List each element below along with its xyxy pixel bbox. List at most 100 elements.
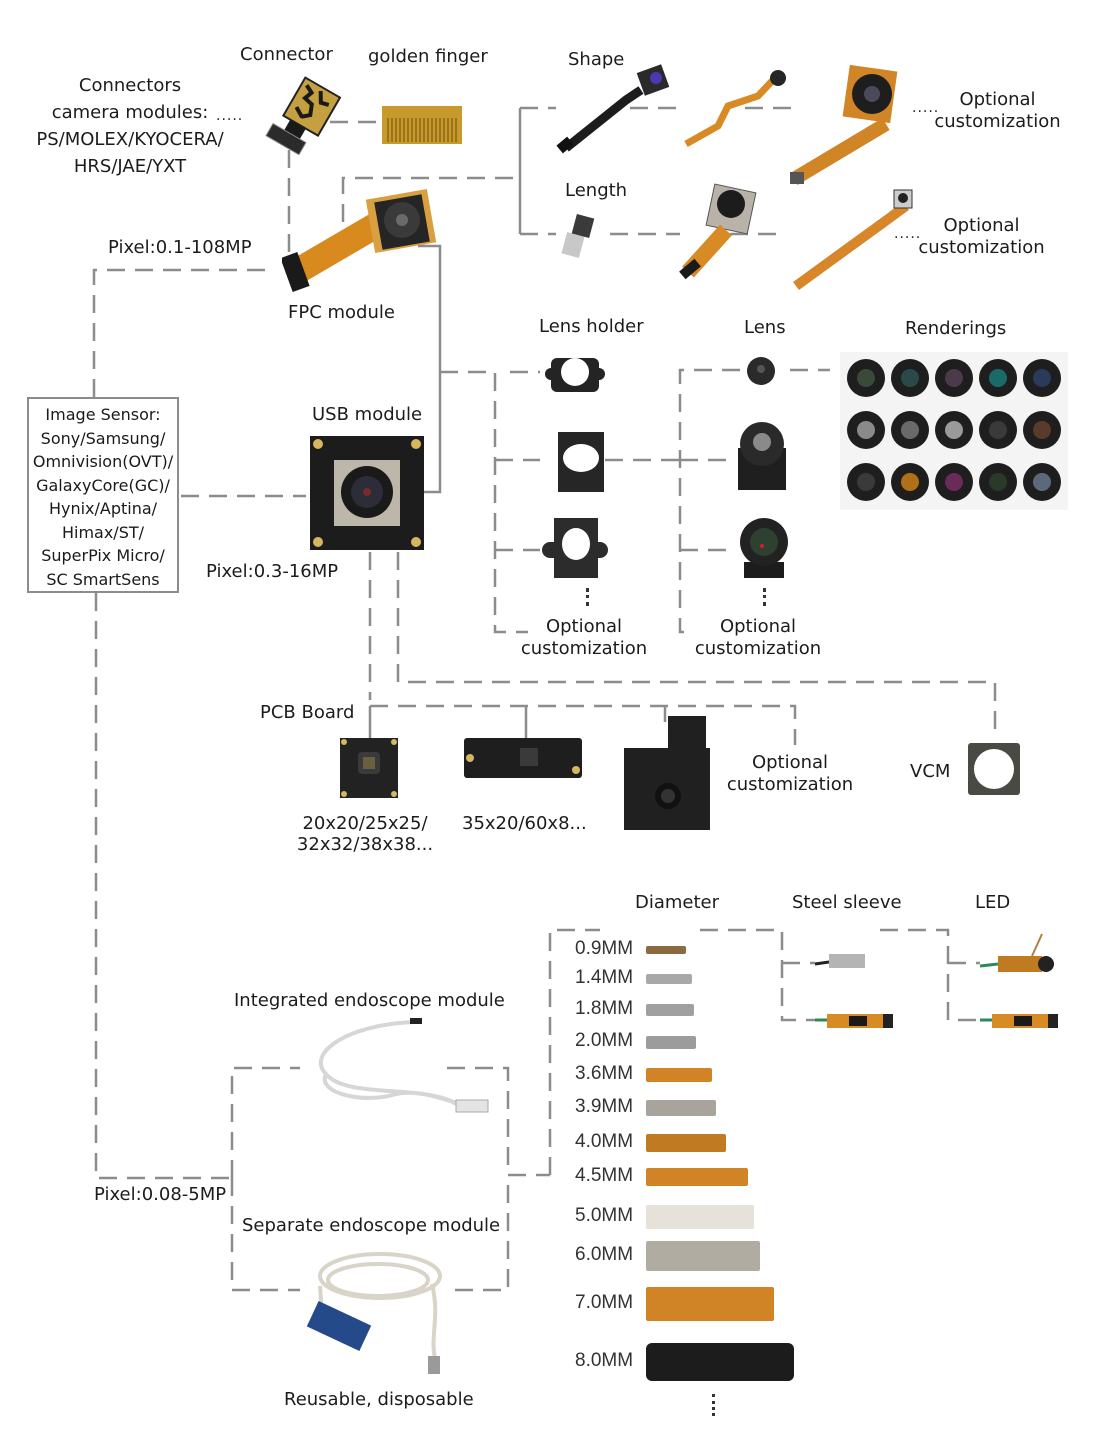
rendering-lens-glass [1033, 369, 1051, 387]
fpc-module-image [280, 186, 442, 300]
usb-pixel: Pixel:0.3-16MP [206, 561, 339, 582]
lens-holder-3 [542, 514, 608, 584]
connector-image [252, 70, 342, 159]
pcb-sizes-2: 35x20/60x8... [462, 813, 587, 834]
lens-3 [736, 514, 792, 584]
sensor-line: Himax/ST/ [61, 522, 145, 542]
fpc-label: FPC module [288, 302, 395, 323]
connectors-ellipsis: ..... [216, 108, 244, 124]
lens-holder-1 [545, 348, 605, 400]
separate-endoscope-label: Separate endoscope module [242, 1215, 501, 1236]
length-label: Length [565, 180, 628, 201]
sensor-line: Hynix/Aptina/ [48, 499, 158, 518]
pcb-customization: customization [726, 774, 854, 795]
connector-label: Connector [240, 44, 333, 65]
pcb-sizes-1b: 32x32/38x38... [296, 834, 434, 855]
led-title: LED [975, 892, 1011, 913]
pcb-sizes-1a: 20x20/25x25/ [302, 813, 428, 834]
endoscope-module-image [646, 1004, 694, 1016]
lens-holder-label: Lens holder [539, 316, 644, 337]
rendering-lens-glass [901, 421, 919, 439]
steel-sleeve-2 [815, 1010, 895, 1036]
vcm-image [967, 742, 1023, 802]
lens-holder-more-icon [586, 588, 592, 606]
diameter-label: 1.8MM [575, 998, 634, 1019]
line-led-tree [880, 928, 980, 1022]
length-module-short [560, 212, 600, 266]
steel-sleeve-1 [814, 952, 867, 976]
pcb-board-2 [464, 738, 584, 784]
diameter-label: 3.9MM [575, 1096, 634, 1117]
renderings-label: Renderings [905, 318, 1007, 339]
shape-ellipsis: ..... [912, 100, 940, 116]
sensor-line: GalaxyCore(GC)/ [36, 475, 170, 495]
line-fpc-usb [410, 244, 442, 494]
endoscope-module-image [646, 1100, 716, 1116]
separate-endoscope-image [300, 1246, 450, 1384]
lens-1 [745, 354, 777, 392]
diameter-label: 7.0MM [575, 1292, 634, 1313]
line-sensor-endoscope [94, 593, 232, 1180]
lens-customization: customization [694, 638, 822, 659]
line-separate-box-right [455, 1175, 510, 1292]
connectors-line-1: camera modules: [51, 102, 209, 123]
diameter-label: 2.0MM [575, 1030, 634, 1051]
endoscope-pixel: Pixel:0.08-5MP [94, 1184, 227, 1205]
sensor-line: SuperPix Micro/ [41, 546, 165, 565]
rendering-lens-glass [989, 473, 1007, 491]
rendering-lens-glass [945, 369, 963, 387]
endoscope-module-image [646, 974, 692, 984]
lens-holder-2 [556, 428, 606, 498]
line-lens-tree [678, 368, 740, 634]
led-1 [979, 930, 1060, 980]
shape-module-large [786, 64, 906, 193]
endoscope-module-image [646, 1287, 774, 1321]
endoscope-module-image [646, 1205, 754, 1229]
line-sensor-fpc [92, 268, 272, 397]
endoscope-module-image [646, 1035, 696, 1049]
diameter-label: 4.0MM [575, 1131, 634, 1152]
rendering-lens-glass [1033, 421, 1051, 439]
line-integrated-box-left [230, 1066, 300, 1178]
length-module-long [786, 186, 916, 300]
length-module-medium [668, 180, 768, 284]
endoscope-module-image [646, 1068, 712, 1082]
shape-module-wavy [678, 66, 798, 160]
line-steel-tree [700, 928, 815, 1022]
diameter-label: 8.0MM [575, 1350, 634, 1371]
rendering-lens-glass [857, 369, 875, 387]
diameter-label: 0.9MM [575, 938, 634, 959]
pcb-board-1 [340, 738, 400, 804]
lens-holder-optional: Optional [545, 616, 623, 637]
diameter-label: 1.4MM [575, 967, 634, 988]
rendering-lens-glass [989, 421, 1007, 439]
rendering-lens-glass [857, 421, 875, 439]
sensor-line: SC SmartSens [46, 569, 160, 589]
line-pcb-tree [370, 704, 797, 745]
led-2 [980, 1010, 1060, 1036]
reusable-label: Reusable, disposable [284, 1389, 474, 1410]
line-fpc-branch [341, 176, 520, 222]
diameter-label: 3.6MM [575, 1063, 634, 1084]
endoscope-module-image [646, 1343, 794, 1381]
shape-customization: customization [934, 111, 1061, 132]
rendering-lens-glass [989, 369, 1007, 387]
sensor-line: Sony/Samsung/ [40, 428, 166, 448]
connectors-title: Connectors [78, 75, 182, 96]
golden-finger-label: golden finger [368, 46, 488, 67]
steel-sleeve-title: Steel sleeve [792, 892, 902, 913]
length-ellipsis: ..... [894, 226, 922, 242]
line-lens-holder-tree [440, 370, 528, 634]
rendering-lens-glass [857, 473, 875, 491]
rendering-lens-glass [901, 473, 919, 491]
rendering-lens-glass [945, 421, 963, 439]
diameter-label: 5.0MM [575, 1205, 634, 1226]
shape-module-black [556, 60, 676, 164]
length-customization: customization [918, 237, 1045, 258]
integrated-endoscope-label: Integrated endoscope module [234, 990, 505, 1011]
endoscope-module-image [646, 1134, 726, 1152]
rendering-lens-glass [901, 369, 919, 387]
usb-module-image [310, 436, 426, 556]
vcm-label: VCM [910, 761, 951, 782]
